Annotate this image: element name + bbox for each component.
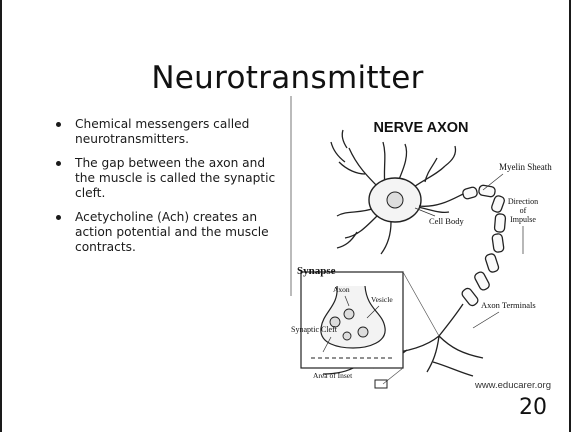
inset-connector [403,272,439,336]
label-cell-body: Cell Body [429,216,464,226]
axon-myelin [419,185,506,336]
bullet-item: Chemical messengers called neurotransmit… [54,117,286,147]
label-impulse: Impulse [510,215,536,224]
bullet-item: Acetycholine (Ach) creates an action pot… [54,210,286,255]
nerve-axon-diagram: NERVE AXON [287,96,555,392]
bullet-list: Chemical messengers called neurotransmit… [54,117,286,264]
label-direction: Direction [508,197,538,206]
label-vesicle: Vesicle [371,295,393,304]
nucleus [387,192,403,208]
area-of-inset-marker [375,380,387,388]
label-axon: Axon [333,285,350,294]
vesicle [344,309,354,319]
label-axon-terminals: Axon Terminals [481,300,536,310]
nerve-axon-illustration: NERVE AXON [287,96,555,392]
slide-title: Neurotransmitter [2,60,571,96]
bullet-item: The gap between the axon and the muscle … [54,156,286,201]
watermark: www.educarer.org [474,380,551,391]
label-synaptic-cleft: Synaptic Cleft [291,325,338,334]
vesicle [358,327,368,337]
page-number: 20 [519,395,547,420]
label-synapse: Synapse [297,265,336,277]
label-of: of [520,206,527,215]
label-myelin-sheath: Myelin Sheath [499,162,552,172]
vesicle [343,332,351,340]
inset-connector [383,368,403,384]
label-area-of-inset: Area of Inset [313,371,353,380]
diagram-heading: NERVE AXON [373,120,468,136]
